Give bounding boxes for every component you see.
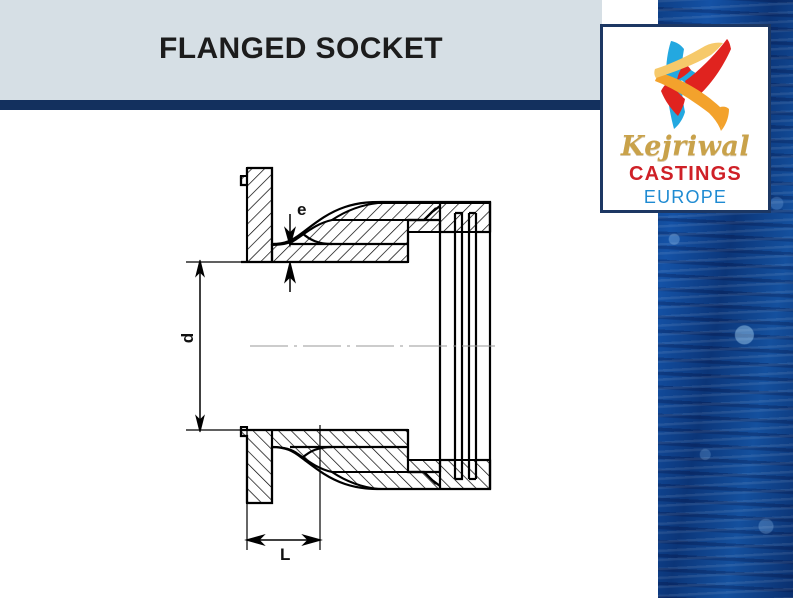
dimension-label-L: L	[280, 545, 291, 564]
company-logo-box: Kejriwal CASTINGS EUROPE	[600, 24, 771, 213]
logo-script-text: Kejriwal	[620, 131, 751, 162]
dimension-label-e: e	[297, 200, 307, 219]
kejriwal-k-mark-icon	[654, 39, 731, 131]
header-divider-rule	[0, 100, 602, 110]
logo-europe-text: EUROPE	[643, 187, 728, 207]
dimension-L	[244, 425, 323, 550]
logo-castings-text: CASTINGS	[629, 163, 742, 185]
dimension-label-d: d	[178, 332, 198, 344]
header-band	[0, 0, 602, 100]
page-title: FLANGED SOCKET	[159, 32, 443, 65]
dimension-d	[186, 259, 255, 433]
drawing-body	[239, 166, 492, 505]
dimension-e	[284, 214, 296, 292]
